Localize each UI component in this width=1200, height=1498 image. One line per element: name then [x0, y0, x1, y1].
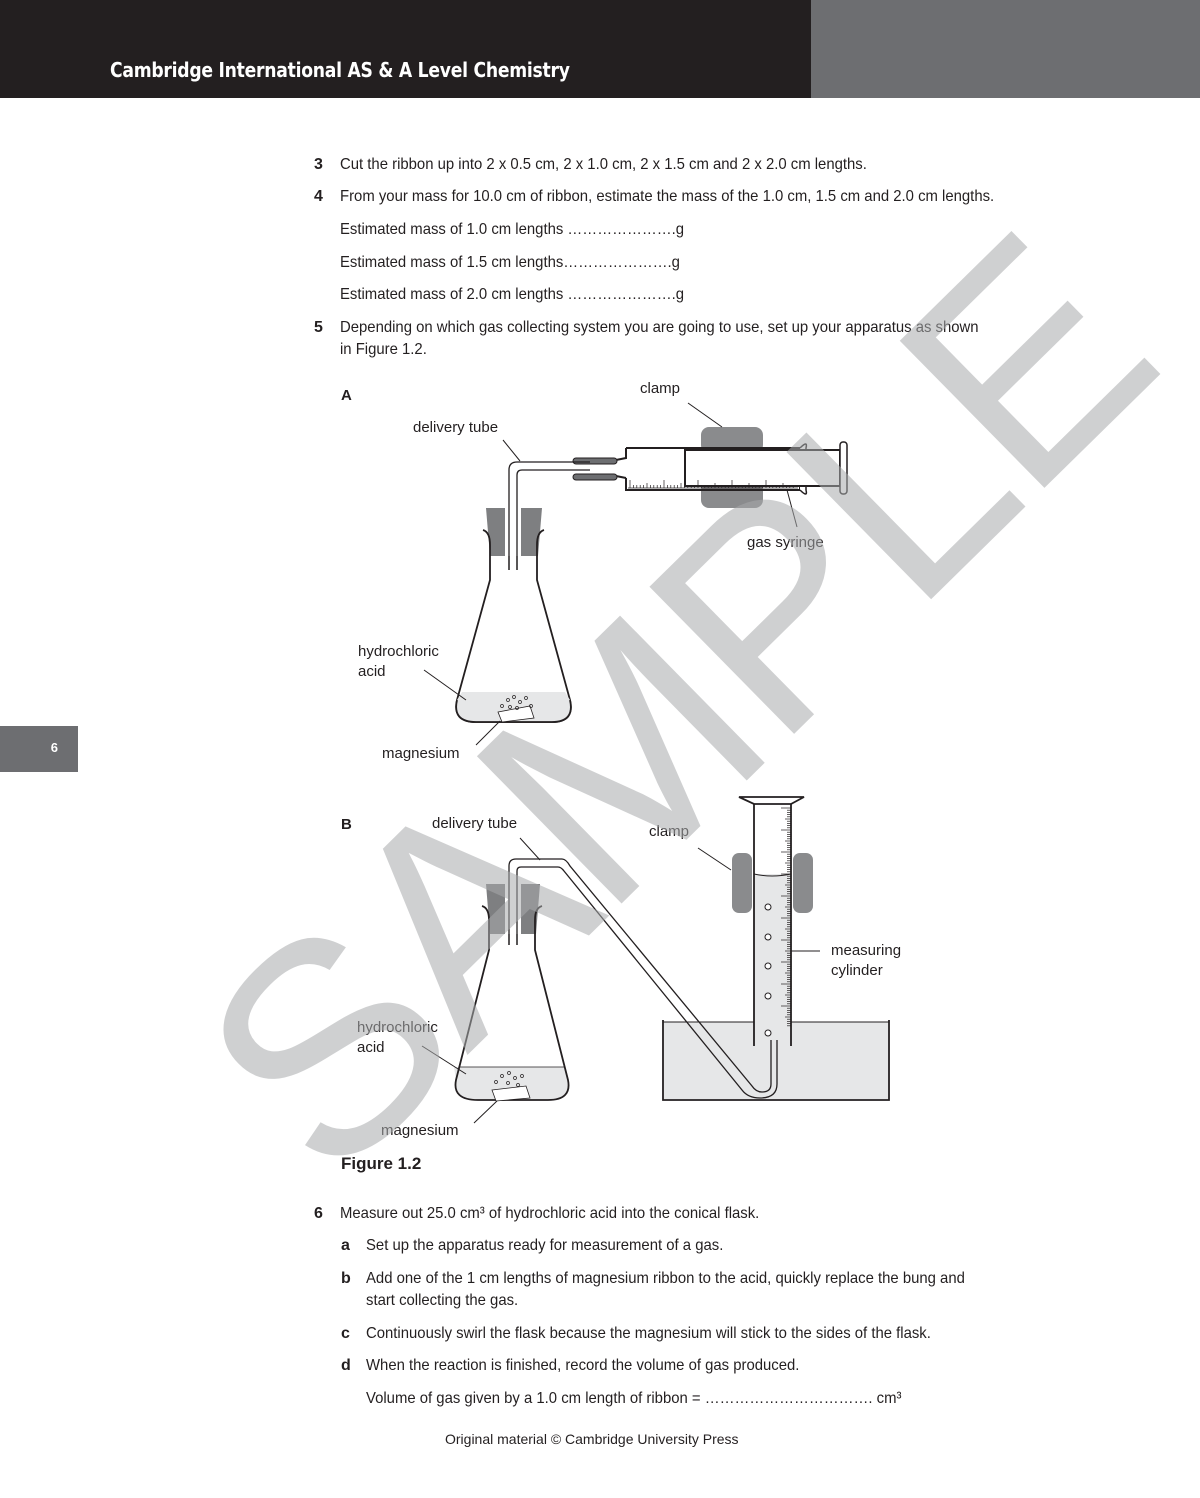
- page-number: 6: [50, 740, 58, 755]
- substep-letter: c: [341, 1325, 350, 1342]
- label-hydrochloric-acid: hydrochloric: [357, 1019, 438, 1036]
- step-number: 5: [314, 319, 323, 336]
- label-magnesium: magnesium: [381, 1122, 459, 1139]
- magnesium-icon: [491, 1085, 531, 1102]
- step-number: 3: [314, 156, 323, 173]
- page-number-tab: 6: [0, 726, 78, 772]
- book-title: Cambridge International AS & A Level Che…: [110, 58, 570, 82]
- substep-letter: a: [341, 1237, 350, 1254]
- label-hydrochloric-acid: acid: [358, 663, 386, 680]
- volume-result-field[interactable]: Volume of gas given by a 1.0 cm length o…: [366, 1390, 902, 1407]
- clamp-icon: [701, 427, 763, 453]
- label-magnesium: magnesium: [382, 745, 460, 762]
- mass-field-1-5cm[interactable]: Estimated mass of 1.5 cm lengths………………….…: [340, 254, 680, 271]
- figure-part-letter: A: [341, 387, 352, 404]
- mass-field-1cm[interactable]: Estimated mass of 1.0 cm lengths ……………………: [340, 221, 684, 238]
- substep-text: When the reaction is finished, record th…: [366, 1357, 800, 1374]
- header-bar: [0, 0, 811, 98]
- figure-caption: Figure 1.2: [341, 1154, 422, 1173]
- label-clamp: clamp: [649, 823, 690, 840]
- substep-letter: b: [341, 1270, 351, 1287]
- step-text: Measure out 25.0 cm³ of hydrochloric aci…: [340, 1205, 760, 1222]
- label-hydrochloric-acid: acid: [357, 1039, 385, 1056]
- label-measuring-cylinder: cylinder: [831, 962, 883, 979]
- step-text: From your mass for 10.0 cm of ribbon, es…: [340, 188, 995, 205]
- copyright-footer: Original material © Cambridge University…: [445, 1431, 739, 1447]
- step-number: 6: [314, 1205, 323, 1222]
- substep-text: Add one of the 1 cm lengths of magnesium…: [366, 1270, 965, 1287]
- label-delivery-tube: delivery tube: [413, 419, 499, 436]
- magnesium-icon: [497, 705, 535, 723]
- water-trough-icon: [662, 1020, 890, 1101]
- substep-text: Set up the apparatus ready for measureme…: [366, 1237, 724, 1254]
- substep-letter: d: [341, 1357, 351, 1374]
- step-number: 4: [314, 188, 323, 205]
- label-clamp: clamp: [640, 380, 681, 397]
- header-accent-block: [811, 0, 1200, 98]
- figure-part-letter: B: [341, 816, 352, 833]
- label-measuring-cylinder: measuring: [831, 942, 902, 959]
- delivery-tube-icon: [508, 461, 590, 570]
- delivery-tube-icon: [508, 858, 772, 1093]
- substep-text: start collecting the gas.: [366, 1292, 519, 1309]
- mass-field-2cm[interactable]: Estimated mass of 2.0 cm lengths ……………………: [340, 286, 684, 303]
- measuring-cylinder-icon: [738, 796, 805, 805]
- label-gas-syringe: gas syringe: [747, 534, 824, 551]
- substep-text: Continuously swirl the flask because the…: [366, 1325, 931, 1342]
- label-delivery-tube: delivery tube: [432, 815, 518, 832]
- step-text: in Figure 1.2.: [340, 341, 427, 358]
- conical-flask-icon: [454, 905, 570, 1101]
- label-hydrochloric-acid: hydrochloric: [358, 643, 439, 660]
- step-text: Cut the ribbon up into 2 x 0.5 cm, 2 x 1…: [340, 156, 867, 173]
- step-text: Depending on which gas collecting system…: [340, 319, 979, 336]
